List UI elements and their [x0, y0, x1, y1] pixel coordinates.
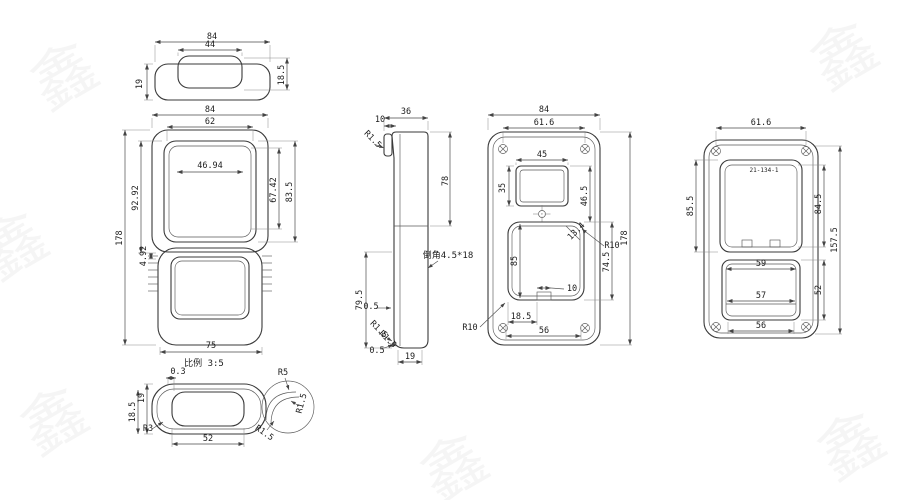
bottom-view-recess-outline [171, 391, 245, 427]
dimension-label-inside: 56 [756, 321, 766, 331]
bottom-view-outer-outline [151, 383, 267, 435]
dimension-label-top: 84 [207, 32, 217, 42]
top-view-outer-outline [154, 63, 271, 101]
dimension-label-bottom: R1.5 [295, 392, 310, 414]
front-view [122, 112, 298, 355]
dimension-label-back: 45 [537, 150, 547, 160]
dimension-label-bottom: 52 [203, 434, 213, 444]
watermark: 鑫 [805, 399, 897, 495]
dimension-label-bottom: 18.5 [128, 402, 138, 422]
bottom-view [135, 375, 315, 447]
dimension-label-back: 56 [539, 326, 549, 336]
dimension-label-side: 0.5 [363, 302, 378, 312]
dimension-label-inside: 21-134-1 [750, 167, 779, 174]
dimension-label-inside: 57 [756, 291, 766, 301]
watermark: 鑫 [0, 199, 61, 295]
dimension-label-side: 倒角4.5*18 [423, 249, 474, 261]
dimension-label-front: 比例 3:5 [184, 357, 224, 369]
side-view [363, 115, 453, 365]
dimension-label-side: 79.5 [355, 290, 365, 310]
dimension-label-bottom: 0.3 [170, 367, 185, 377]
dimension-label-bottom: R5 [278, 368, 288, 378]
dimension-label-side: 36 [401, 107, 411, 117]
dimension-label-back: R10 [462, 323, 477, 333]
dimension-label-back: R10 [604, 241, 619, 251]
dimension-label-front: 84 [205, 105, 215, 115]
side-view-flange-outline [383, 133, 393, 157]
dimension-label-bottom: 19 [137, 393, 147, 403]
dimension-label-front: 46.94 [197, 161, 223, 171]
dimension-label-front: 83.5 [285, 182, 295, 202]
lower-opening-outline [170, 256, 250, 320]
top-view-lid-outline [177, 55, 243, 89]
dimension-label-side: 0.5 [369, 346, 384, 356]
dimension-label-side: 78 [441, 176, 451, 186]
back-view-outer-outline [487, 131, 601, 346]
dimension-label-back: 46.5 [580, 186, 590, 206]
dimension-label-back: 35 [498, 183, 508, 193]
dimension-label-back: 61.6 [534, 118, 554, 128]
front-head-outline [151, 129, 269, 253]
dimension-label-top: 19 [135, 79, 145, 89]
inside-view [693, 125, 843, 339]
dimension-label-front: 92.92 [131, 185, 141, 211]
side-view-outline [391, 131, 429, 349]
dimension-label-inside: 61.6 [751, 118, 771, 128]
dimension-label-inside: 85.5 [686, 196, 696, 216]
dimension-label-top: 18.5 [277, 65, 287, 85]
watermark: 鑫 [8, 374, 100, 470]
dimension-label-back: 18.5 [511, 312, 531, 322]
dimension-label-back: 178 [620, 230, 630, 245]
top-view [144, 39, 290, 101]
dimension-label-inside: 157.5 [830, 227, 840, 253]
watermark: 鑫 [408, 421, 500, 500]
dimension-label-front: 67.42 [269, 177, 279, 203]
back-bottom-boss [536, 291, 552, 301]
corner-detail-circle [261, 380, 315, 434]
dimension-label-side: R1.5 [362, 129, 384, 151]
dimension-label-front: 178 [115, 230, 125, 245]
dimension-label-bottom: R1.5 [253, 423, 276, 443]
dimension-label-back: 85 [510, 256, 520, 266]
dimension-label-inside: 52 [814, 285, 824, 295]
watermark: 鑫 [798, 9, 890, 105]
dimension-label-back: 74.5 [602, 252, 612, 272]
dimension-label-back: 84 [539, 105, 549, 115]
front-grip-outline [157, 247, 263, 346]
dimension-label-front: 4.92 [139, 246, 149, 266]
screw-holes [711, 146, 811, 332]
inside-small-boss-right [769, 239, 781, 248]
screen-opening-outline [163, 140, 257, 243]
back-top-window-outline [515, 165, 569, 207]
dimension-label-inside: 84.5 [814, 194, 824, 214]
inside-view-outer-outline [703, 139, 819, 339]
dimension-label-bottom: R3 [143, 424, 153, 434]
screw-holes [498, 144, 590, 333]
dimension-label-side: 10 [375, 115, 385, 125]
watermark: 鑫 [18, 29, 110, 125]
dimension-label-back: 10 [567, 284, 577, 294]
dimension-label-side: 19 [405, 352, 415, 362]
dimension-label-front: 75 [206, 341, 216, 351]
dimension-label-top: 44 [205, 40, 215, 50]
inside-lower-recess-outline [721, 259, 801, 321]
dimension-label-inside: 59 [756, 259, 766, 269]
back-view [479, 112, 633, 346]
inside-upper-recess-outline [719, 159, 803, 253]
inside-small-boss-left [741, 239, 753, 248]
dimension-label-front: 62 [205, 117, 215, 127]
